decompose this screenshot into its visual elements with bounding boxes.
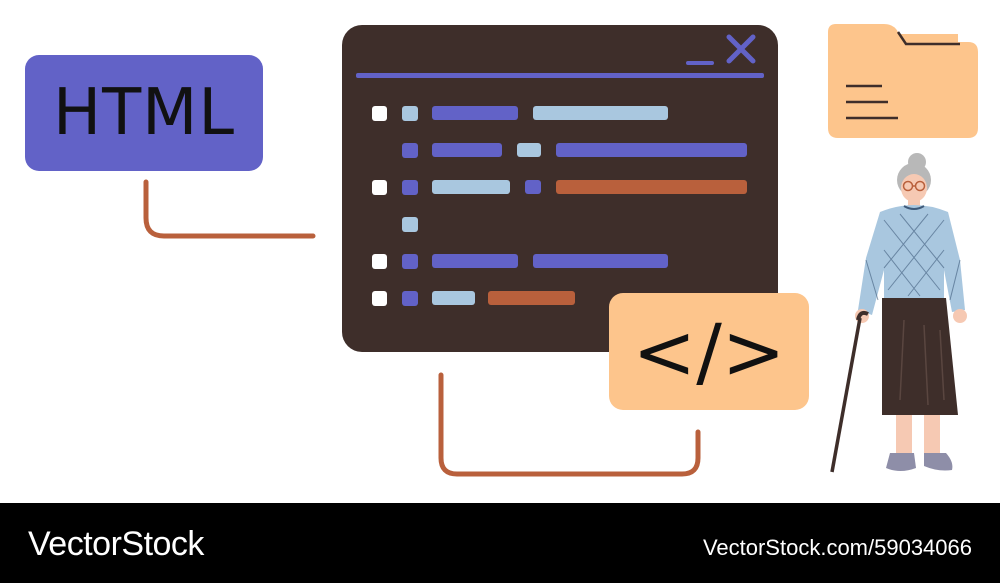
bullet-square-icon [372,106,387,121]
code-tag-badge: </> [609,293,809,410]
bullet-square-icon [372,180,387,195]
code-token [402,254,418,269]
code-token [556,143,747,157]
window-divider [356,73,764,78]
code-token [402,291,418,306]
code-token [556,180,747,194]
bullet-square-icon [372,254,387,269]
close-icon[interactable] [725,33,757,65]
minimize-icon[interactable] [686,61,714,65]
code-token [402,180,418,195]
code-token [488,291,575,305]
code-window [342,25,778,352]
html-badge-label: HTML [52,76,236,150]
bullet-square-icon [372,291,387,306]
code-token [432,254,518,268]
code-token [517,143,541,157]
code-token [432,180,510,194]
code-token [525,180,541,194]
code-token [402,143,418,158]
brand-logo-text: VectorStock [28,525,204,563]
code-token [432,143,502,157]
code-token [432,291,475,305]
html-badge: HTML [25,55,263,171]
image-id-text: VectorStock.com/59034066 [702,535,972,560]
code-token [533,106,668,120]
code-token [432,106,518,120]
code-token [402,217,418,232]
connector-html-to-window [143,179,316,239]
code-tag-label: </> [632,307,786,396]
code-token [402,106,418,121]
code-token [533,254,668,268]
folder-icon [828,24,978,138]
elderly-woman-illustration [830,153,967,473]
watermark-footer: VectorStock VectorStock.com/59034066 [0,503,1000,583]
